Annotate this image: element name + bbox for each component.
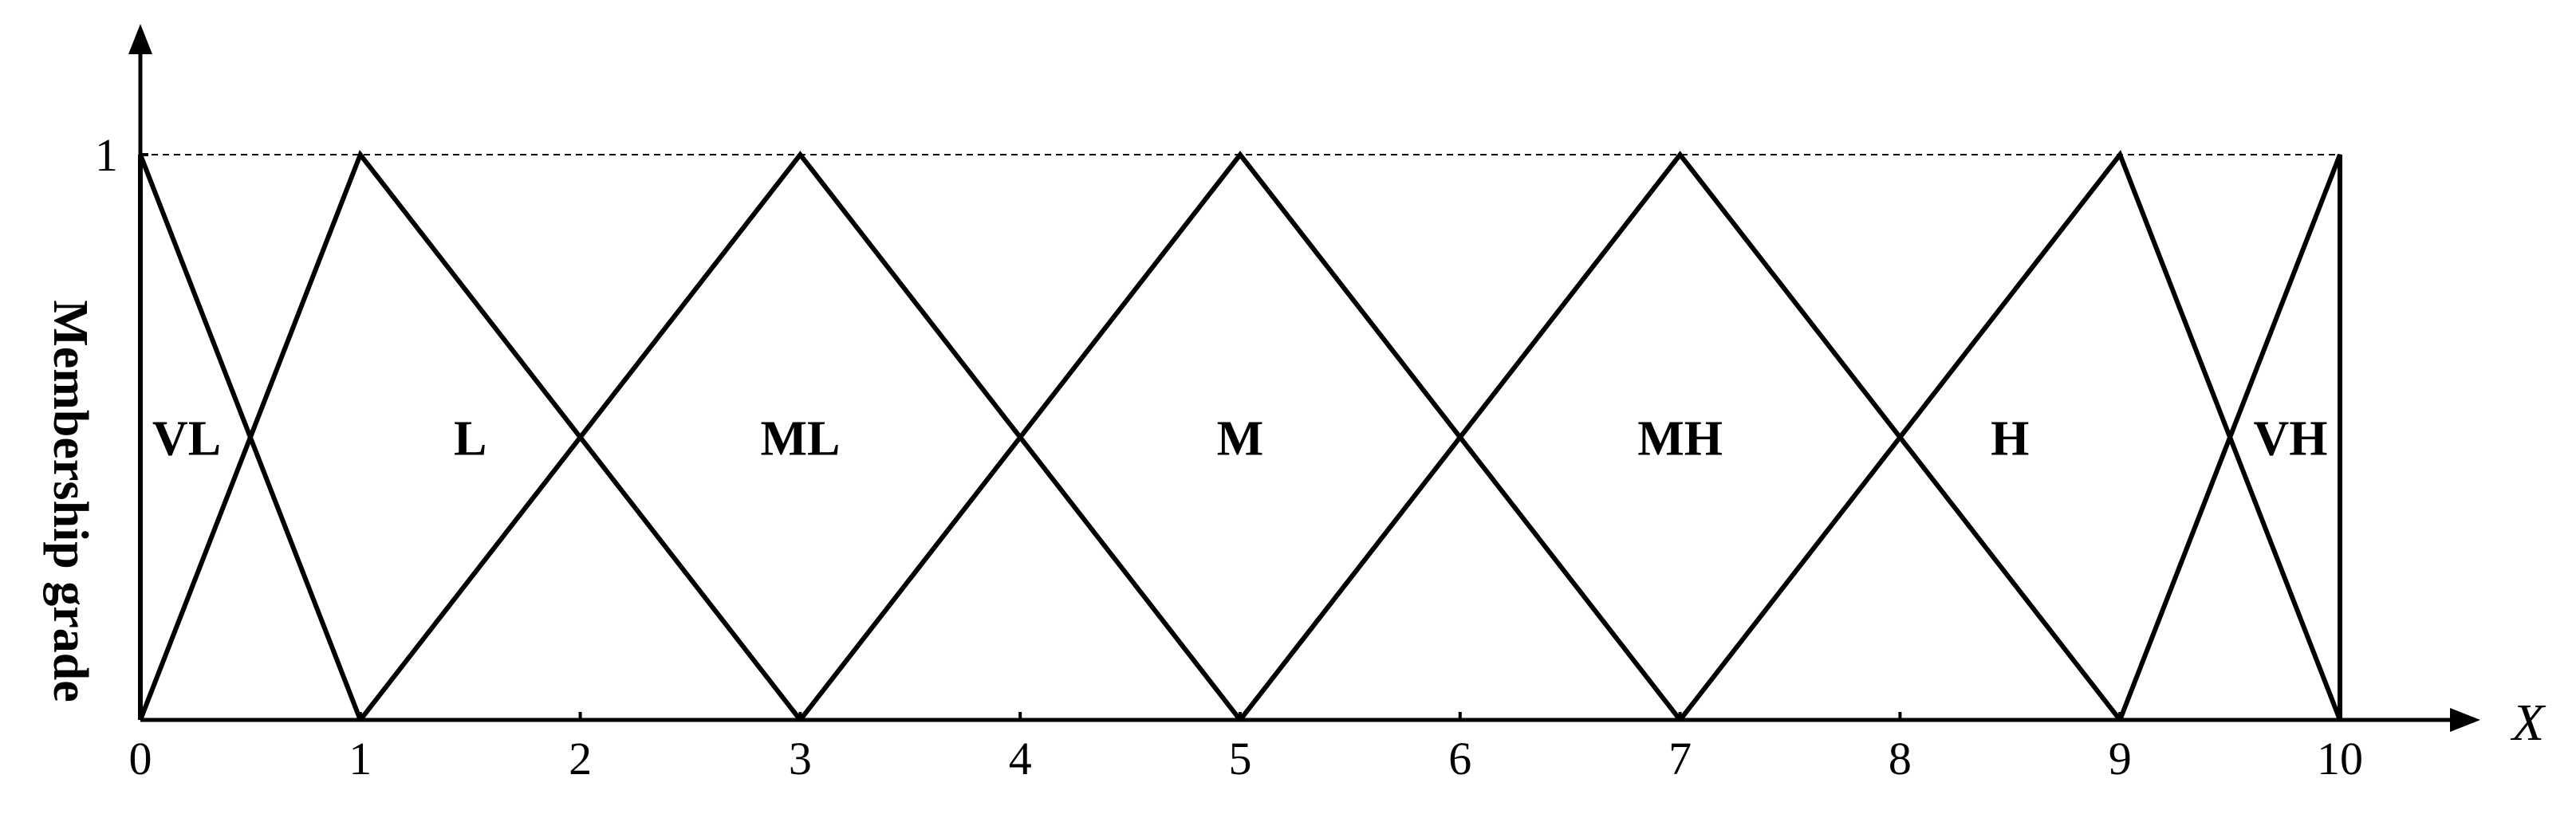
y-axis-arrow <box>128 24 152 54</box>
series-mh-line <box>1238 151 2122 722</box>
axes-layer <box>128 24 2480 732</box>
series-vh-label: VH <box>2254 412 2328 466</box>
series-mh-label: MH <box>1637 412 1723 466</box>
series-m-label: M <box>1217 412 1264 466</box>
x-axis-arrow <box>2450 708 2480 732</box>
x-tick-label-4: 4 <box>1009 733 1032 785</box>
series-m-line <box>798 151 1682 722</box>
x-tick-label-3: 3 <box>789 733 812 785</box>
x-tick-label-0: 0 <box>129 733 152 785</box>
tick-label-layer: 0 1 2 3 4 5 6 7 8 9 10 1 <box>95 129 2363 785</box>
x-tick-label-7: 7 <box>1668 733 1692 785</box>
series-vh-line <box>2117 153 2342 722</box>
series-ml-line <box>358 151 1243 722</box>
series-vl-label: VL <box>152 412 221 466</box>
x-tick-label-10: 10 <box>2317 733 2363 785</box>
series-h-label: H <box>1991 412 2029 466</box>
x-tick-label-2: 2 <box>569 733 592 785</box>
series-ml-label: ML <box>760 412 840 466</box>
x-tick-label-5: 5 <box>1229 733 1252 785</box>
x-tick-label-8: 8 <box>1889 733 1912 785</box>
series-l-line <box>138 149 802 722</box>
y-axis-label: Membership grade <box>43 300 97 702</box>
y-tick-label-1: 1 <box>95 129 118 181</box>
series-h-line <box>1678 149 2342 722</box>
x-tick-label-1: 1 <box>349 733 372 785</box>
term-label-layer: VL L ML M MH H VH <box>152 412 2328 466</box>
x-tick-label-9: 9 <box>2109 733 2132 785</box>
x-axis-label: X <box>2510 694 2546 752</box>
x-tick-label-6: 6 <box>1448 733 1471 785</box>
series-l-label: L <box>454 412 486 466</box>
